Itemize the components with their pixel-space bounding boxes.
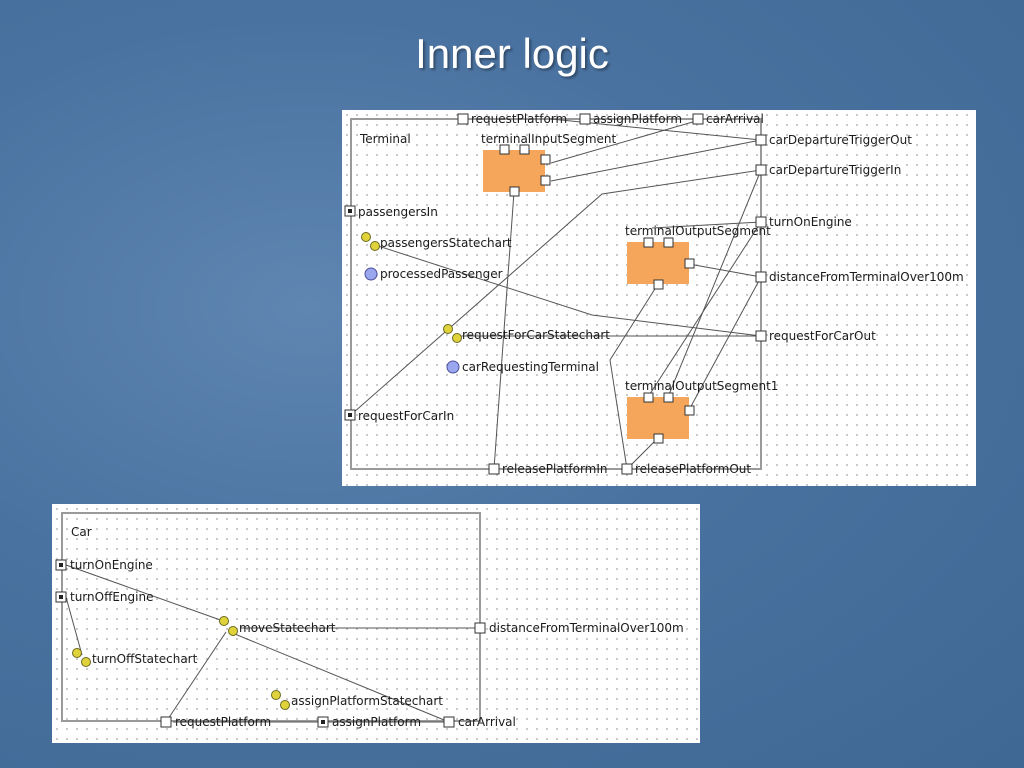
segment-port[interactable] — [519, 144, 530, 155]
link-move-to-car-arrival — [229, 631, 450, 723]
segment-port[interactable] — [540, 154, 551, 165]
link-output1-to-distance — [688, 276, 762, 411]
statechart-icon — [271, 690, 290, 710]
terminal-output-segment-block[interactable] — [627, 242, 689, 284]
label-release-platform-in: releasePlatformIn — [502, 462, 608, 476]
segment-port[interactable] — [653, 433, 664, 444]
label-distance-from-terminal: distanceFromTerminalOver100m — [489, 621, 684, 635]
label-terminal-output-segment: terminalOutputSegment — [625, 224, 771, 238]
terminal-diagram: Terminal requestPlatform assignPlatform … — [342, 110, 976, 486]
port-request-for-car-out[interactable] — [755, 330, 767, 342]
segment-port[interactable] — [663, 237, 674, 248]
segment-port[interactable] — [684, 258, 695, 269]
statechart-icon — [361, 232, 380, 251]
label-processed-passenger: processedPassenger — [380, 267, 503, 281]
link-move-to-request-platform — [165, 631, 227, 723]
label-assign-platform: assignPlatform — [593, 112, 683, 126]
link-output-to-release-out — [609, 283, 659, 470]
port-passengers-in[interactable] — [344, 205, 356, 217]
port-assign-platform[interactable] — [579, 113, 591, 125]
segment-port[interactable] — [540, 175, 551, 186]
link-turn-on-to-move — [65, 564, 227, 623]
label-passengers-statechart: passengersStatechart — [380, 236, 512, 250]
car-title: Car — [71, 525, 92, 539]
label-turn-on-engine: turnOnEngine — [769, 215, 852, 229]
car-diagram: Car turnOnEngine turnOffEngine moveState… — [52, 504, 700, 743]
segment-port[interactable] — [643, 237, 654, 248]
label-request-for-car-in: requestForCarIn — [358, 409, 455, 423]
link-input-to-assign — [550, 118, 704, 164]
terminal-title: Terminal — [360, 132, 411, 146]
segment-port[interactable] — [643, 392, 654, 403]
label-passengers-in: passengersIn — [358, 205, 438, 219]
link-output1-to-trigger-in — [667, 169, 762, 398]
variable-icon — [446, 360, 460, 374]
port-distance-from-terminal[interactable] — [474, 622, 486, 634]
label-terminal-input-segment: terminalInputSegment — [481, 132, 617, 146]
label-move-statechart: moveStatechart — [239, 621, 336, 635]
variable-icon — [364, 267, 378, 281]
port-request-platform[interactable] — [160, 716, 172, 728]
port-distance-from-terminal[interactable] — [755, 271, 767, 283]
statechart-icon — [443, 324, 462, 343]
label-car-arrival: carArrival — [458, 715, 516, 729]
terminal-diagram-canvas — [344, 113, 767, 475]
label-assign-platform-statechart: assignPlatformStatechart — [291, 694, 443, 708]
car-diagram-canvas — [55, 512, 486, 728]
port-turn-off-engine[interactable] — [55, 591, 67, 603]
link-input-to-trigger-out — [550, 139, 762, 182]
port-car-departure-trigger-in[interactable] — [755, 164, 767, 176]
port-assign-platform[interactable] — [317, 716, 329, 728]
label-release-platform-out: releasePlatformOut — [635, 462, 752, 476]
port-request-for-car-in[interactable] — [344, 409, 356, 421]
segment-port[interactable] — [663, 392, 674, 403]
port-turn-on-engine[interactable] — [755, 216, 767, 228]
terminal-output-segment1-block[interactable] — [627, 397, 689, 439]
link-output-to-distance — [688, 263, 762, 278]
port-release-platform-out[interactable] — [621, 463, 633, 475]
label-turn-on-engine: turnOnEngine — [70, 558, 153, 572]
statechart-icon — [219, 616, 238, 636]
slide-title: Inner logic — [415, 30, 609, 77]
label-assign-platform: assignPlatform — [332, 715, 422, 729]
segment-port[interactable] — [499, 144, 510, 155]
port-car-arrival[interactable] — [443, 716, 455, 728]
link-input-to-release-in — [493, 191, 515, 470]
car-frame — [61, 512, 481, 722]
label-car-requesting-terminal: carRequestingTerminal — [462, 360, 599, 374]
link-turn-off-to-statechart — [65, 596, 83, 656]
link-output-to-turn-on — [651, 221, 762, 229]
label-car-departure-trigger-in: carDepartureTriggerIn — [769, 163, 902, 177]
label-request-platform: requestPlatform — [471, 112, 568, 126]
port-car-departure-trigger-out[interactable] — [755, 134, 767, 146]
segment-port[interactable] — [509, 186, 520, 197]
label-request-for-car-out: requestForCarOut — [769, 329, 876, 343]
label-turn-off-statechart: turnOffStatechart — [92, 652, 198, 666]
statechart-icon — [72, 648, 91, 667]
segment-port[interactable] — [684, 405, 695, 416]
label-request-platform: requestPlatform — [175, 715, 272, 729]
label-car-departure-trigger-out: carDepartureTriggerOut — [769, 133, 912, 147]
label-request-for-car-statechart: requestForCarStatechart — [462, 328, 610, 342]
label-car-arrival: carArrival — [706, 112, 764, 126]
label-distance-from-terminal: distanceFromTerminalOver100m — [769, 270, 964, 284]
port-request-platform[interactable] — [457, 113, 469, 125]
link-request-car-in-to-trigger-in — [352, 169, 762, 414]
link-passengers-to-request-out — [371, 243, 762, 337]
port-release-platform-in[interactable] — [488, 463, 500, 475]
segment-port[interactable] — [653, 279, 664, 290]
label-terminal-output-segment1: terminalOutputSegment1 — [625, 379, 779, 393]
link-output1-to-turn-on — [647, 221, 762, 398]
terminal-input-segment-block[interactable] — [483, 150, 545, 192]
port-car-arrival[interactable] — [692, 113, 704, 125]
port-turn-on-engine[interactable] — [55, 559, 67, 571]
label-turn-off-engine: turnOffEngine — [70, 590, 154, 604]
